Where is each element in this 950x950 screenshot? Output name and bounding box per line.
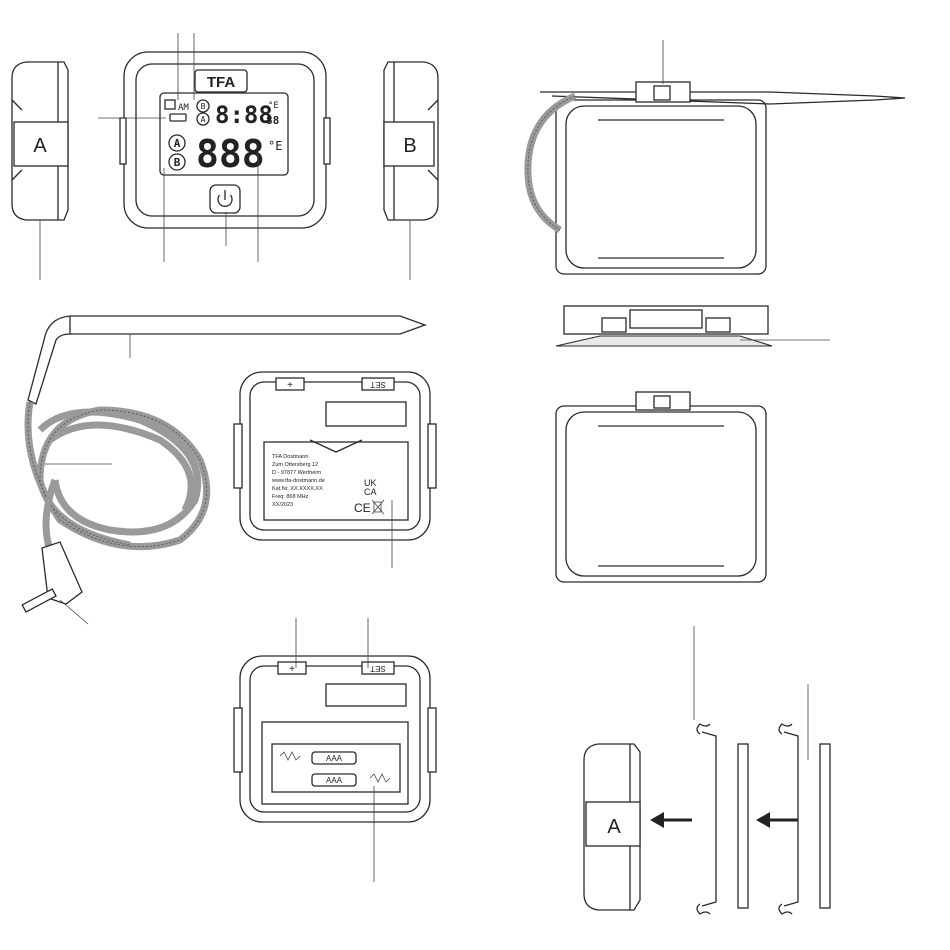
battery-compartment-view: + SET AAA AAA	[234, 618, 436, 882]
lcd-channel-b: B	[174, 156, 181, 169]
front-view: TFA AM B A 8:88 °E 88 A B 888 °E	[98, 33, 330, 262]
probe-clip-top-view	[528, 40, 905, 274]
plus-button-label: +	[287, 380, 293, 391]
side-label-a: A	[33, 135, 47, 157]
lcd-unit-small: °E	[268, 101, 279, 111]
lcd-time-digits: 8:88	[215, 101, 273, 129]
plus-button-2-label: +	[289, 664, 295, 675]
set-button-label: SET	[370, 380, 386, 389]
side-view-a: A	[12, 62, 68, 280]
label-line-3: D - 97877 Wertheim	[272, 470, 322, 476]
side-label-b: B	[403, 135, 416, 157]
side-view-b: B	[384, 62, 438, 280]
ce-mark: CE	[354, 501, 371, 515]
attach-label-a: A	[607, 816, 621, 838]
arrow-left-icon	[650, 812, 692, 828]
battery-cell-1-label: AAA	[326, 754, 343, 763]
label-line-7: XX/2023	[272, 502, 293, 508]
probe-clip-side-view	[556, 306, 830, 346]
battery-cell-2-label: AAA	[326, 776, 343, 785]
lcd-unit: °E	[268, 139, 282, 153]
label-line-2: Zum Ottersberg 12	[272, 462, 318, 468]
logo-text: TFA	[207, 74, 235, 91]
set-button-2-label: SET	[370, 664, 386, 673]
label-line-4: www.tfa-dostmann.de	[271, 478, 325, 484]
back-view-label: + SET TFA Dostmann Zum Ottersberg 12 D -…	[234, 372, 436, 568]
label-line-1: TFA Dostmann	[272, 454, 308, 460]
lcd-small-a: A	[201, 115, 206, 124]
lcd-small-digits: 88	[266, 114, 279, 127]
lcd-small-b: B	[201, 102, 206, 111]
lcd-am-pm: AM	[178, 103, 189, 113]
label-line-6: Freq: 868 MHz	[272, 494, 309, 500]
clip-back-view	[556, 392, 766, 582]
arrow-left-icon-2	[756, 812, 798, 828]
attachment-sequence: A	[584, 626, 830, 914]
label-line-5: Kat.Nr. XX.XXXX.XX	[272, 486, 323, 492]
lcd-channel-a: A	[174, 137, 181, 150]
lcd-temp-digits: 888	[196, 132, 265, 176]
ca-mark: CA	[364, 487, 377, 497]
